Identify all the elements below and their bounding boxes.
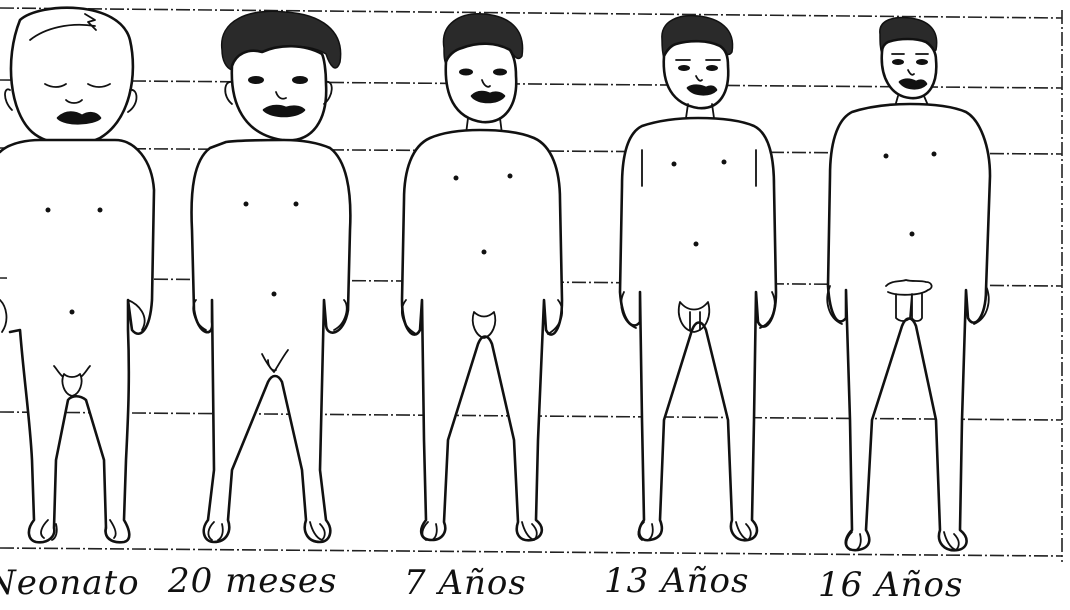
figure-7-years xyxy=(402,14,562,541)
caption-neonate: Neonato xyxy=(0,563,140,603)
caption-13-years: 13 Años xyxy=(604,561,749,601)
caption-7-years: 7 Años xyxy=(404,563,527,603)
figure-20-months xyxy=(192,11,351,542)
figure-16-years xyxy=(827,18,990,551)
caption-20-months: 20 meses xyxy=(167,561,337,601)
reference-line-1 xyxy=(0,8,1062,18)
caption-16-years: 16 Años xyxy=(818,565,963,605)
captions: Neonato 20 meses 7 Años 13 Años 16 Años xyxy=(0,561,963,605)
reference-line-6 xyxy=(0,548,1062,556)
figure-neonate xyxy=(0,8,154,543)
figure-13-years xyxy=(620,16,776,541)
